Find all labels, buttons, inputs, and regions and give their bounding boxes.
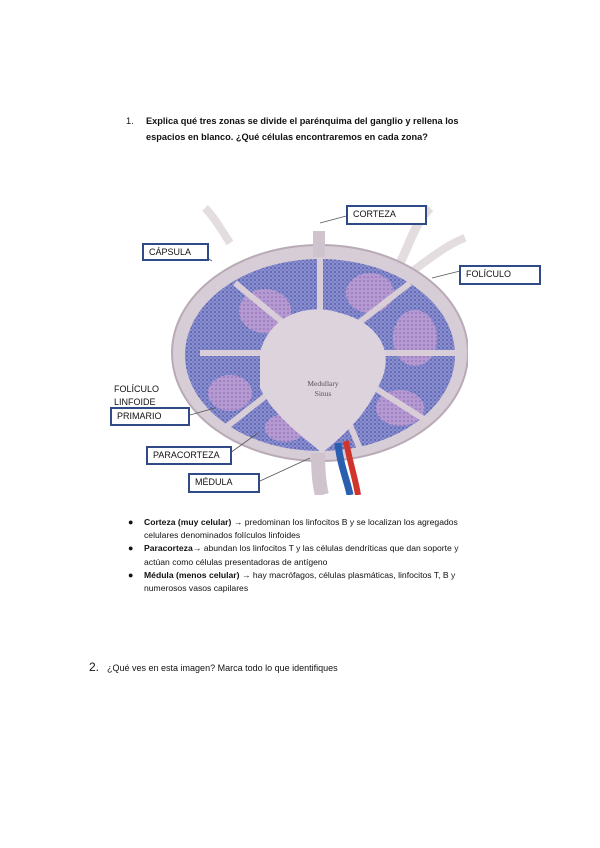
question-2-number: 2. [89,660,100,674]
bullet-text: hay macrófagos, células plasmáticas, lin… [252,569,456,580]
label-foliculo-primario-line-1: FOLÍCULO [114,384,160,394]
bullet-text: abundan los linfocitos T y las células d… [203,543,459,554]
arrow: → [239,569,253,580]
medullary-sinus-label-2: Sinus [315,389,332,398]
lymph-node-illustration: Medullary Sinus [171,204,468,495]
label-foliculo-primario: PRIMARIO [110,407,190,426]
bullet-paracorteza: ● Paracorteza→ abundan los linfocitos T … [128,543,459,567]
bullet-term: Paracorteza [144,543,193,554]
label-foliculo: FOLÍCULO [459,265,541,285]
zone-descriptions: ● Corteza (muy celular) → predominan los… [128,516,528,595]
bullet-text: numerosos vasos capilares [144,583,249,594]
arrow: → [192,543,204,554]
label-paracorteza: PARACORTEZA [146,446,232,465]
medullary-sinus-label-1: Medullary [307,379,338,388]
bullet-text: celulares denominados folículos linfoide… [144,530,301,541]
bullet-text: predominan los linfocitos B y se localiz… [244,517,458,527]
bullet-medula: ● Médula (menos celular) → hay macrófago… [128,569,456,594]
bullet-term: Corteza (muy celular) [144,517,232,527]
label-corteza: CORTEZA [346,205,427,225]
question-2: 2. ¿Qué ves en esta imagen? Marca todo lo… [89,660,338,674]
question-1-line-1: Explica qué tres zonas se divide el paré… [146,116,459,126]
bullet-corteza: ● Corteza (muy celular) → predominan los… [128,517,458,541]
question-1-line-2: espacios en blanco. ¿Qué células encontr… [146,132,428,142]
question-1: 1. Explica qué tres zonas se divide el p… [126,113,486,145]
bullet-text: actúan como células presentadoras de ant… [144,556,328,567]
question-1-number: 1. [126,116,134,126]
question-2-text: ¿Qué ves en esta imagen? Marca todo lo q… [107,663,338,673]
bullet-term: Médula (menos celular) [144,569,240,580]
label-foliculo-primario-line-2: LINFOIDE [114,397,156,407]
label-medula: MÉDULA [188,473,260,493]
arrow: → [231,517,245,527]
lymph-node-diagram: Medullary Sinus CORTEZA CÁPSULA FOLÍCULO… [110,203,541,495]
label-capsula: CÁPSULA [142,243,209,261]
